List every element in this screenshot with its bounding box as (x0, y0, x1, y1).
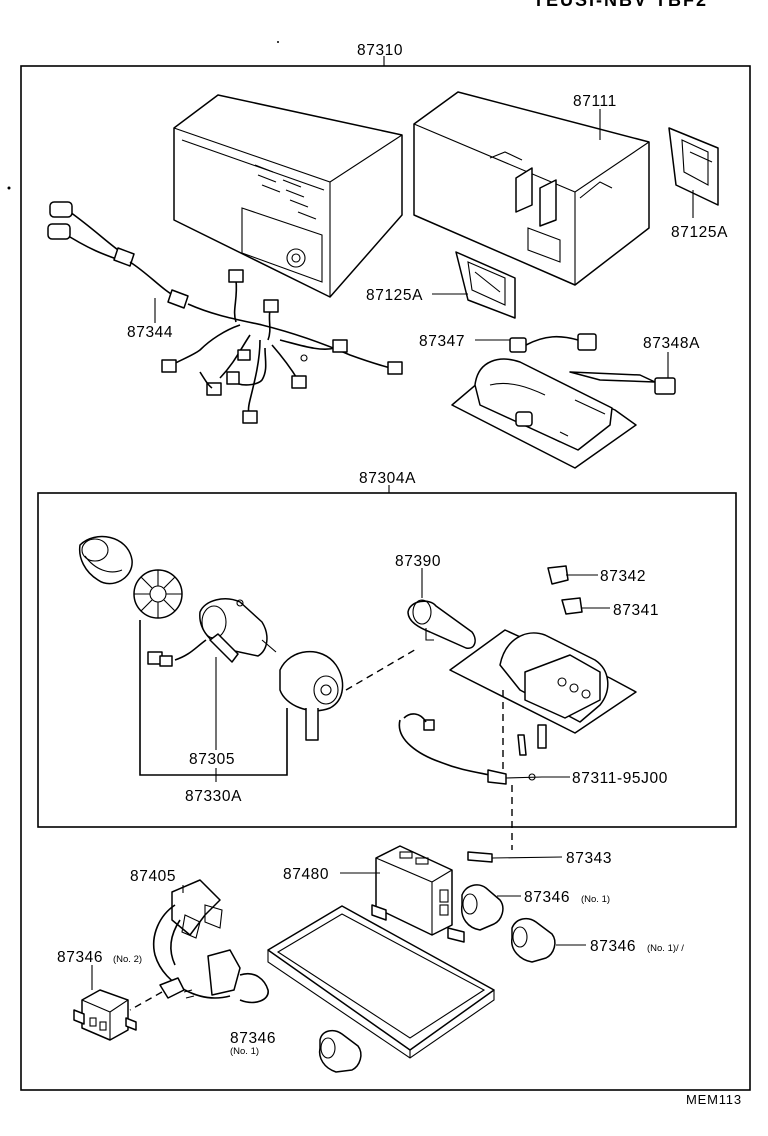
corner-header: TEUSI-NBV TBF2 (533, 0, 708, 10)
igniter-87390 (407, 599, 476, 649)
qual-relay-no1-a: (No. 1) (581, 894, 610, 905)
wire-harness (47, 201, 403, 424)
clip-87341 (561, 597, 583, 615)
bracket-right (668, 127, 719, 206)
glow-plug (398, 713, 543, 785)
relay-harness (153, 879, 269, 1004)
label-glow-plug: 87311-95J00 (572, 770, 668, 787)
qual-relay-no2: (No. 2) (113, 954, 142, 965)
base-plate-upper (451, 358, 637, 469)
label-connector-a: 87347 (419, 333, 465, 350)
stray-mark-top (277, 41, 279, 43)
relay-no1-a (460, 884, 504, 931)
label-bracket-right: 87125A (671, 224, 728, 241)
label-relay-no1-b: 87346 (590, 938, 636, 955)
connector-87347 (509, 333, 597, 353)
label-sensor: 87343 (566, 850, 612, 867)
footer-reference: MEM113 (686, 1092, 742, 1107)
label-igniter: 87390 (395, 553, 441, 570)
bracket-left (455, 251, 516, 319)
sub-assembly-frame (37, 492, 737, 828)
dashed-link-d (129, 991, 163, 1011)
motor (147, 598, 277, 667)
burner-assembly (449, 629, 637, 756)
heater-cover (173, 94, 403, 298)
label-assembly: 87310 (357, 42, 403, 59)
relay-no1-b (511, 917, 556, 963)
label-clip-a: 87342 (600, 568, 646, 585)
relay-no1-c (318, 1029, 362, 1073)
label-connector-b: 87348A (643, 335, 700, 352)
clip-87342 (547, 565, 569, 585)
label-wire-harness: 87344 (127, 324, 173, 341)
sensor-87343 (467, 851, 563, 863)
stray-mark (7, 186, 11, 190)
label-relay-no1-c: 87346 (230, 1030, 276, 1047)
label-motor-set: 87330A (185, 788, 242, 805)
label-relay-harness: 87405 (130, 868, 176, 885)
igniter-housing (279, 650, 344, 741)
label-motor: 87305 (189, 751, 235, 768)
label-relay-no1-a: 87346 (524, 889, 570, 906)
label-bracket-left: 87125A (366, 287, 423, 304)
fan-wheel (133, 569, 183, 619)
label-relay-no2: 87346 (57, 949, 103, 966)
qual-relay-no1-c: (No. 1) (230, 1046, 259, 1057)
label-sub-assembly: 87304A (359, 470, 416, 487)
controller-unit (371, 845, 465, 943)
dashed-link-a (345, 647, 419, 691)
label-clip-b: 87341 (613, 602, 659, 619)
label-controller: 87480 (283, 866, 329, 883)
fan-cap (78, 535, 133, 585)
bracket-motor-set (139, 620, 288, 776)
label-housing: 87111 (573, 93, 617, 110)
connector-87348a (569, 371, 676, 395)
housing-87111 (413, 91, 650, 286)
relay-no2 (73, 989, 137, 1041)
qual-relay-no1-b: (No. 1)/ / (647, 943, 684, 954)
mounting-tray (267, 905, 495, 1059)
outer-frame (20, 65, 751, 1091)
